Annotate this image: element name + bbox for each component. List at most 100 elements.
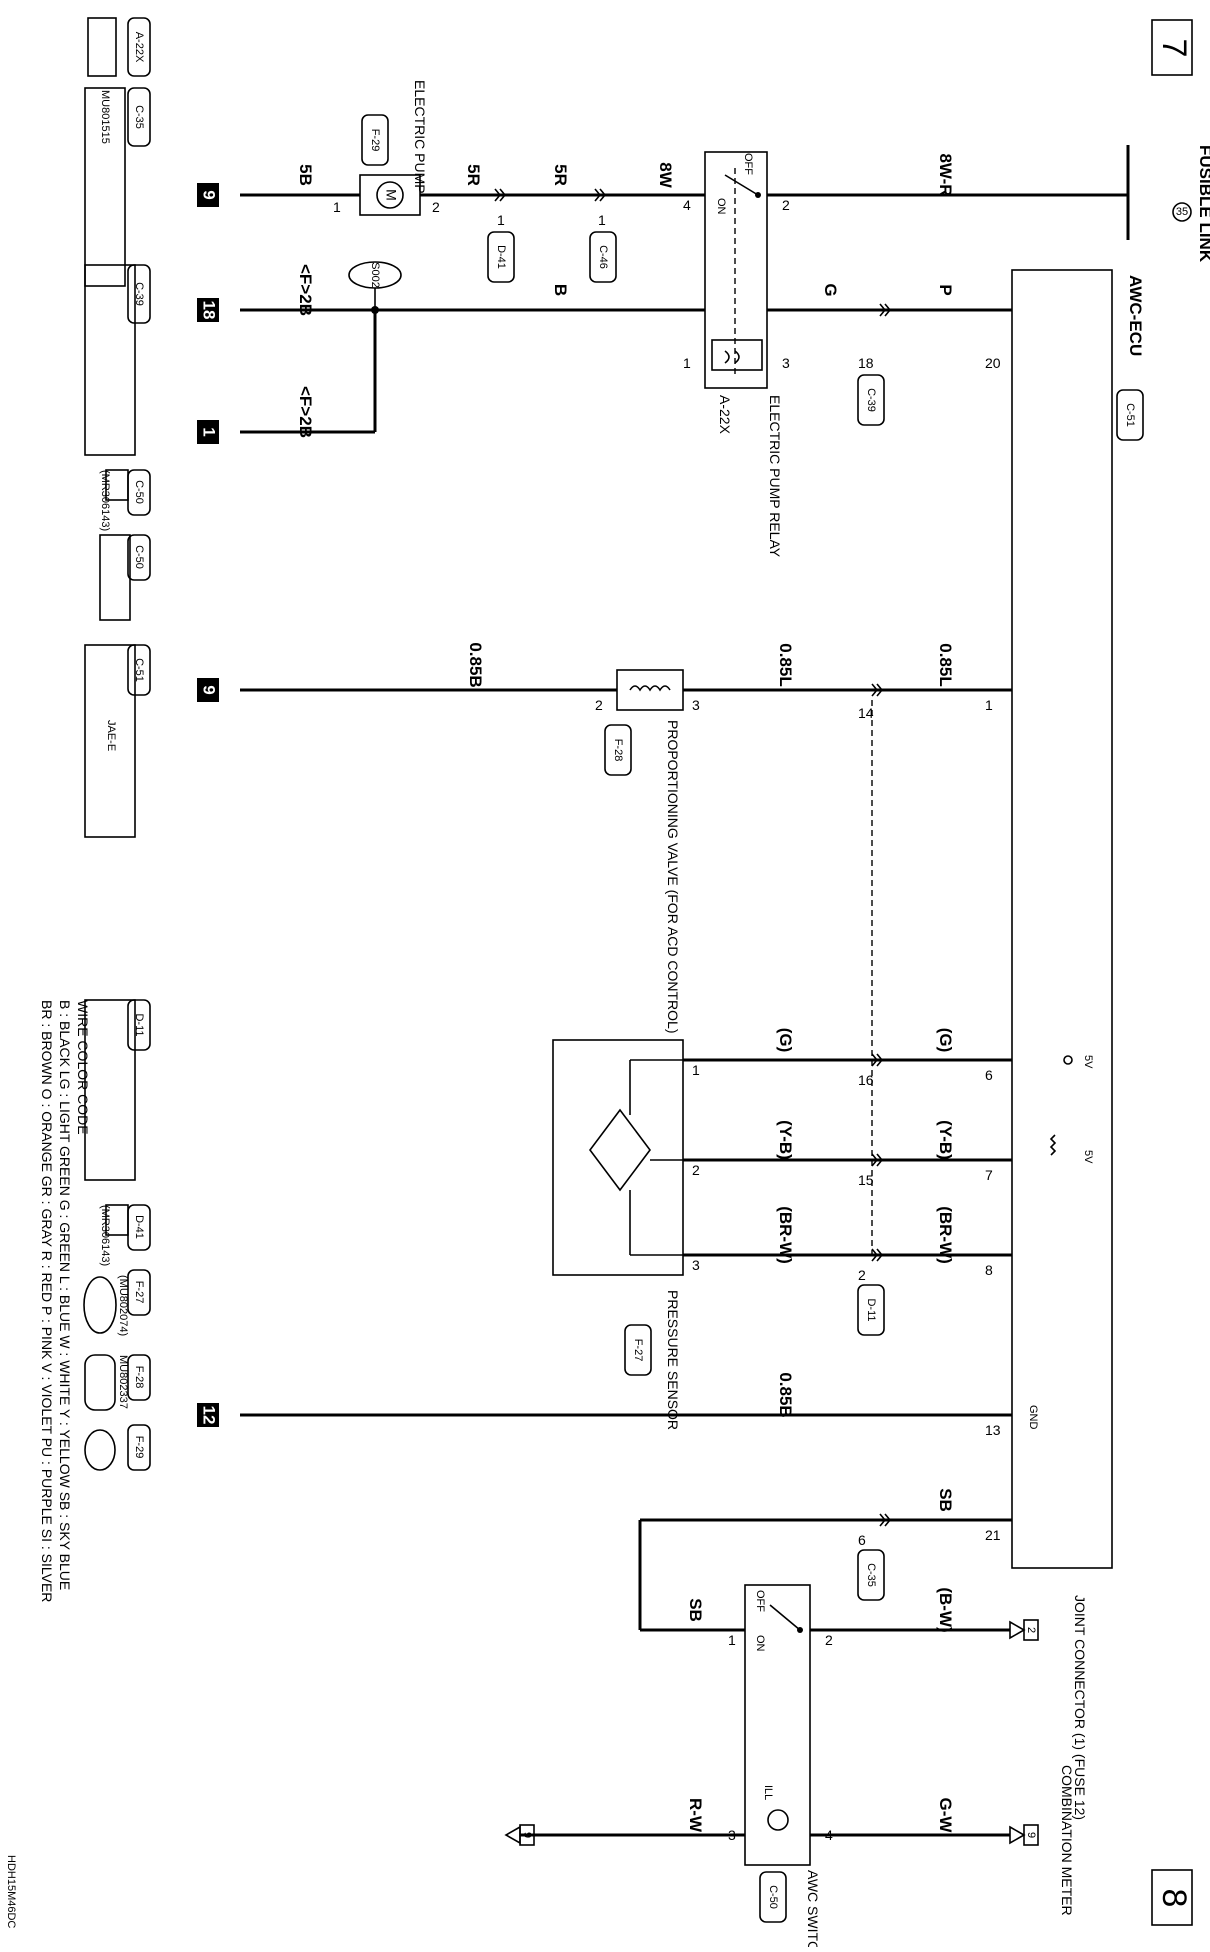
relay-pin-2: 2 (782, 197, 790, 213)
inline-c14-icon (871, 683, 884, 697)
conn-d11-id: D-11 (133, 1013, 145, 1036)
ground-box-3 (197, 420, 219, 444)
switch-ill-label: ILL (762, 1785, 774, 1800)
ecu-5v-1-icon (1063, 1055, 1073, 1065)
wire-label-bw: (B-W) (936, 1587, 955, 1632)
ecu-pin-8: 8 (985, 1262, 993, 1278)
meter-arrow-icon (1009, 1825, 1026, 1845)
wire-label-085l-b: 0.85L (776, 643, 795, 686)
rw-pin: 9 (521, 1832, 533, 1838)
conn-f27-face (83, 1276, 117, 1334)
awc-switch-label: AWC SWITCH (805, 1870, 821, 1947)
wire-label-5b: 5B (296, 164, 315, 186)
wire-label-5r-a: 5R (551, 164, 570, 186)
inline-c39-badge (857, 374, 885, 426)
ground-box-2 (197, 298, 219, 322)
conn-a22x-id: A-22X (133, 32, 145, 63)
inline-d41-badge (487, 231, 515, 283)
switch-off-label: OFF (754, 1590, 766, 1612)
inline-d11-pin: 2 (858, 1267, 866, 1283)
ecu-5v-2: 5V (1082, 1150, 1094, 1164)
connector-chart: A-22X MU801515 C-35 C-39 (MR306143) C-50… (83, 17, 151, 1471)
inline-c16-icon (871, 1053, 884, 1067)
conn-c35-face (84, 87, 126, 287)
relay-label: ELECTRIC PUMP RELAY (767, 395, 783, 558)
valve-pin-3: 3 (692, 697, 700, 713)
relay-off-label: OFF (742, 153, 754, 175)
fusible-link-symbol (1172, 202, 1192, 222)
inline-c15-icon (871, 1153, 884, 1167)
relay-coil-icon (711, 339, 763, 371)
wire-label-b: B (551, 284, 570, 296)
conn-c50-badge (127, 534, 151, 581)
wire-label-brw-a: (BR-W) (936, 1206, 955, 1264)
wire-label-8w: 8W (656, 162, 675, 188)
page-prev-box: 7 (1151, 19, 1193, 76)
meter-pin: 9 (1025, 1832, 1037, 1838)
conn-c51-id: C-51 (133, 658, 145, 682)
inline-d11-icon (871, 1248, 884, 1262)
relay-pin-1: 1 (683, 355, 691, 371)
pressure-sensor-label: PRESSURE SENSOR (665, 1290, 681, 1430)
sensor-pin-3: 3 (692, 1257, 700, 1273)
conn-c39-id: C-39 (133, 282, 145, 306)
conn-f29-face (84, 1429, 116, 1471)
awc-ecu (1011, 269, 1113, 1569)
wire-label-8w-r: 8W-R (936, 153, 955, 196)
electric-pump-label: ELECTRIC PUMP (412, 80, 428, 194)
conn-f28-part: MU802337 (117, 1355, 129, 1409)
conn-f27-badge (127, 1269, 151, 1316)
joint-pin: 2 (1025, 1627, 1037, 1633)
switch-pin-2: 2 (825, 1632, 833, 1648)
inline-c46-pin: 1 (598, 212, 606, 228)
page-prev-number: 7 (1155, 39, 1193, 58)
joint-connector-label: JOINT CONNECTOR (1) (FUSE 12) (1072, 1595, 1088, 1820)
pressure-sensor (552, 1039, 684, 1276)
sensor-pin-2: 2 (692, 1162, 700, 1178)
conn-f27-part: (MU802074) (117, 1275, 129, 1336)
ground-pin-3: 1 (200, 427, 219, 436)
wire-label-g-paren-a: (G) (936, 1028, 955, 1053)
inline-pin-16: 16 (858, 1072, 874, 1088)
ground-pin-4: 9 (200, 685, 219, 694)
wire-label-yb-b: (Y-B) (776, 1120, 795, 1160)
pump-pin-2: 2 (432, 199, 440, 215)
conn-c51-face (84, 644, 136, 838)
wire-label-f2b-1: <F>2B (296, 264, 315, 316)
switch-contact-dot (797, 1627, 803, 1633)
splice-label: S002 (369, 262, 381, 288)
inline-c35-conn: C-35 (865, 1563, 877, 1587)
relay-pin-3: 3 (782, 355, 790, 371)
awc-switch-conn: C-50 (767, 1885, 779, 1909)
ecu-pin-1: 1 (985, 697, 993, 713)
rw-arrow-icon (504, 1825, 521, 1845)
electric-pump-conn: F-29 (369, 129, 381, 152)
wire-label-brw-b: (BR-W) (776, 1206, 795, 1264)
ecu-5v-1: 5V (1082, 1055, 1094, 1069)
ground-box-5 (197, 1403, 219, 1427)
valve-pin-2: 2 (595, 697, 603, 713)
wire-label-p: P (936, 284, 955, 295)
wire-label-gw: G-W (936, 1798, 955, 1834)
wire-color-legend: WIRE COLOR CODE B : BLACK LG : LIGHT GRE… (39, 1000, 91, 1602)
conn-f28-id: F-28 (133, 1366, 145, 1389)
ground-pin-2: 18 (200, 301, 219, 320)
inline-c39-pin: 18 (858, 355, 874, 371)
illumination-lamp-icon (767, 1809, 789, 1831)
legend-line-1: B : BLACK LG : LIGHT GREEN G : GREEN L :… (57, 1000, 73, 1590)
motor-letter: M (383, 189, 399, 201)
inline-c46-conn: C-46 (597, 245, 609, 269)
comb-meter-label: COMBINATION METER (1059, 1765, 1075, 1916)
page-next-box: 8 (1151, 1869, 1193, 1926)
ecu-pin-20: 20 (985, 355, 1001, 371)
awc-switch-conn-badge (759, 1871, 787, 1923)
relay-switch-arm (724, 174, 759, 196)
inline-c39-conn: C-39 (865, 388, 877, 412)
conn-c35-badge (127, 87, 151, 147)
wire-label-sb-a: SB (936, 1488, 955, 1512)
sensor-bridge-icon (589, 1108, 651, 1192)
wire-label-g: G (821, 283, 840, 296)
inline-c35-badge (857, 1549, 885, 1601)
conn-d41-id: D-41 (133, 1215, 145, 1239)
